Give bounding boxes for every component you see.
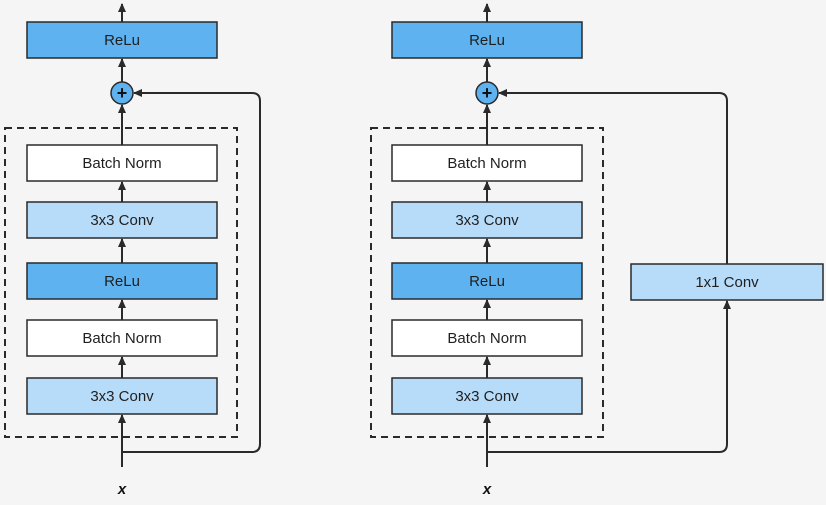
left-relu-mid-label: ReLu [104, 273, 140, 290]
left-diagram: ReLu + Batch Norm 3x3 Conv ReLu Batch No… [4, 3, 261, 498]
right-shortcut-to-1x1-conv [487, 300, 731, 453]
right-dashed-block-border [370, 127, 604, 438]
left-batch-norm-top-label: Batch Norm [82, 155, 161, 172]
right-conv-top-label: 3x3 Conv [455, 212, 519, 229]
left-batch-norm-bottom-box [26, 319, 218, 357]
left-batch-norm-bottom-label: Batch Norm [82, 330, 161, 347]
right-batch-norm-top-label: Batch Norm [447, 155, 526, 172]
right-diagram: ReLu + Batch Norm 3x3 Conv ReLu Batch No… [370, 3, 824, 498]
right-adder-symbol: + [482, 83, 493, 103]
right-conv-bottom-box [391, 377, 583, 415]
left-relu-mid-box [26, 262, 218, 300]
right-output-relu-box [391, 21, 583, 59]
right-input-label: x [482, 481, 492, 498]
left-output-relu-label: ReLu [104, 32, 140, 49]
right-shortcut-to-adder [498, 89, 728, 264]
left-conv-top-box [26, 201, 218, 239]
right-relu-mid-box [391, 262, 583, 300]
left-input-label: x [117, 481, 127, 498]
left-batch-norm-top-box [26, 144, 218, 182]
right-conv-top-box [391, 201, 583, 239]
left-adder-symbol: + [117, 83, 128, 103]
right-conv-bottom-label: 3x3 Conv [455, 388, 519, 405]
right-output-relu-label: ReLu [469, 32, 505, 49]
right-batch-norm-bottom-label: Batch Norm [447, 330, 526, 347]
left-skip-connection [122, 89, 261, 453]
right-batch-norm-top-box [391, 144, 583, 182]
left-conv-bottom-label: 3x3 Conv [90, 388, 154, 405]
left-dashed-block-border [4, 127, 238, 438]
left-conv-top-label: 3x3 Conv [90, 212, 154, 229]
right-relu-mid-label: ReLu [469, 273, 505, 290]
right-shortcut-conv-label: 1x1 Conv [695, 274, 759, 291]
